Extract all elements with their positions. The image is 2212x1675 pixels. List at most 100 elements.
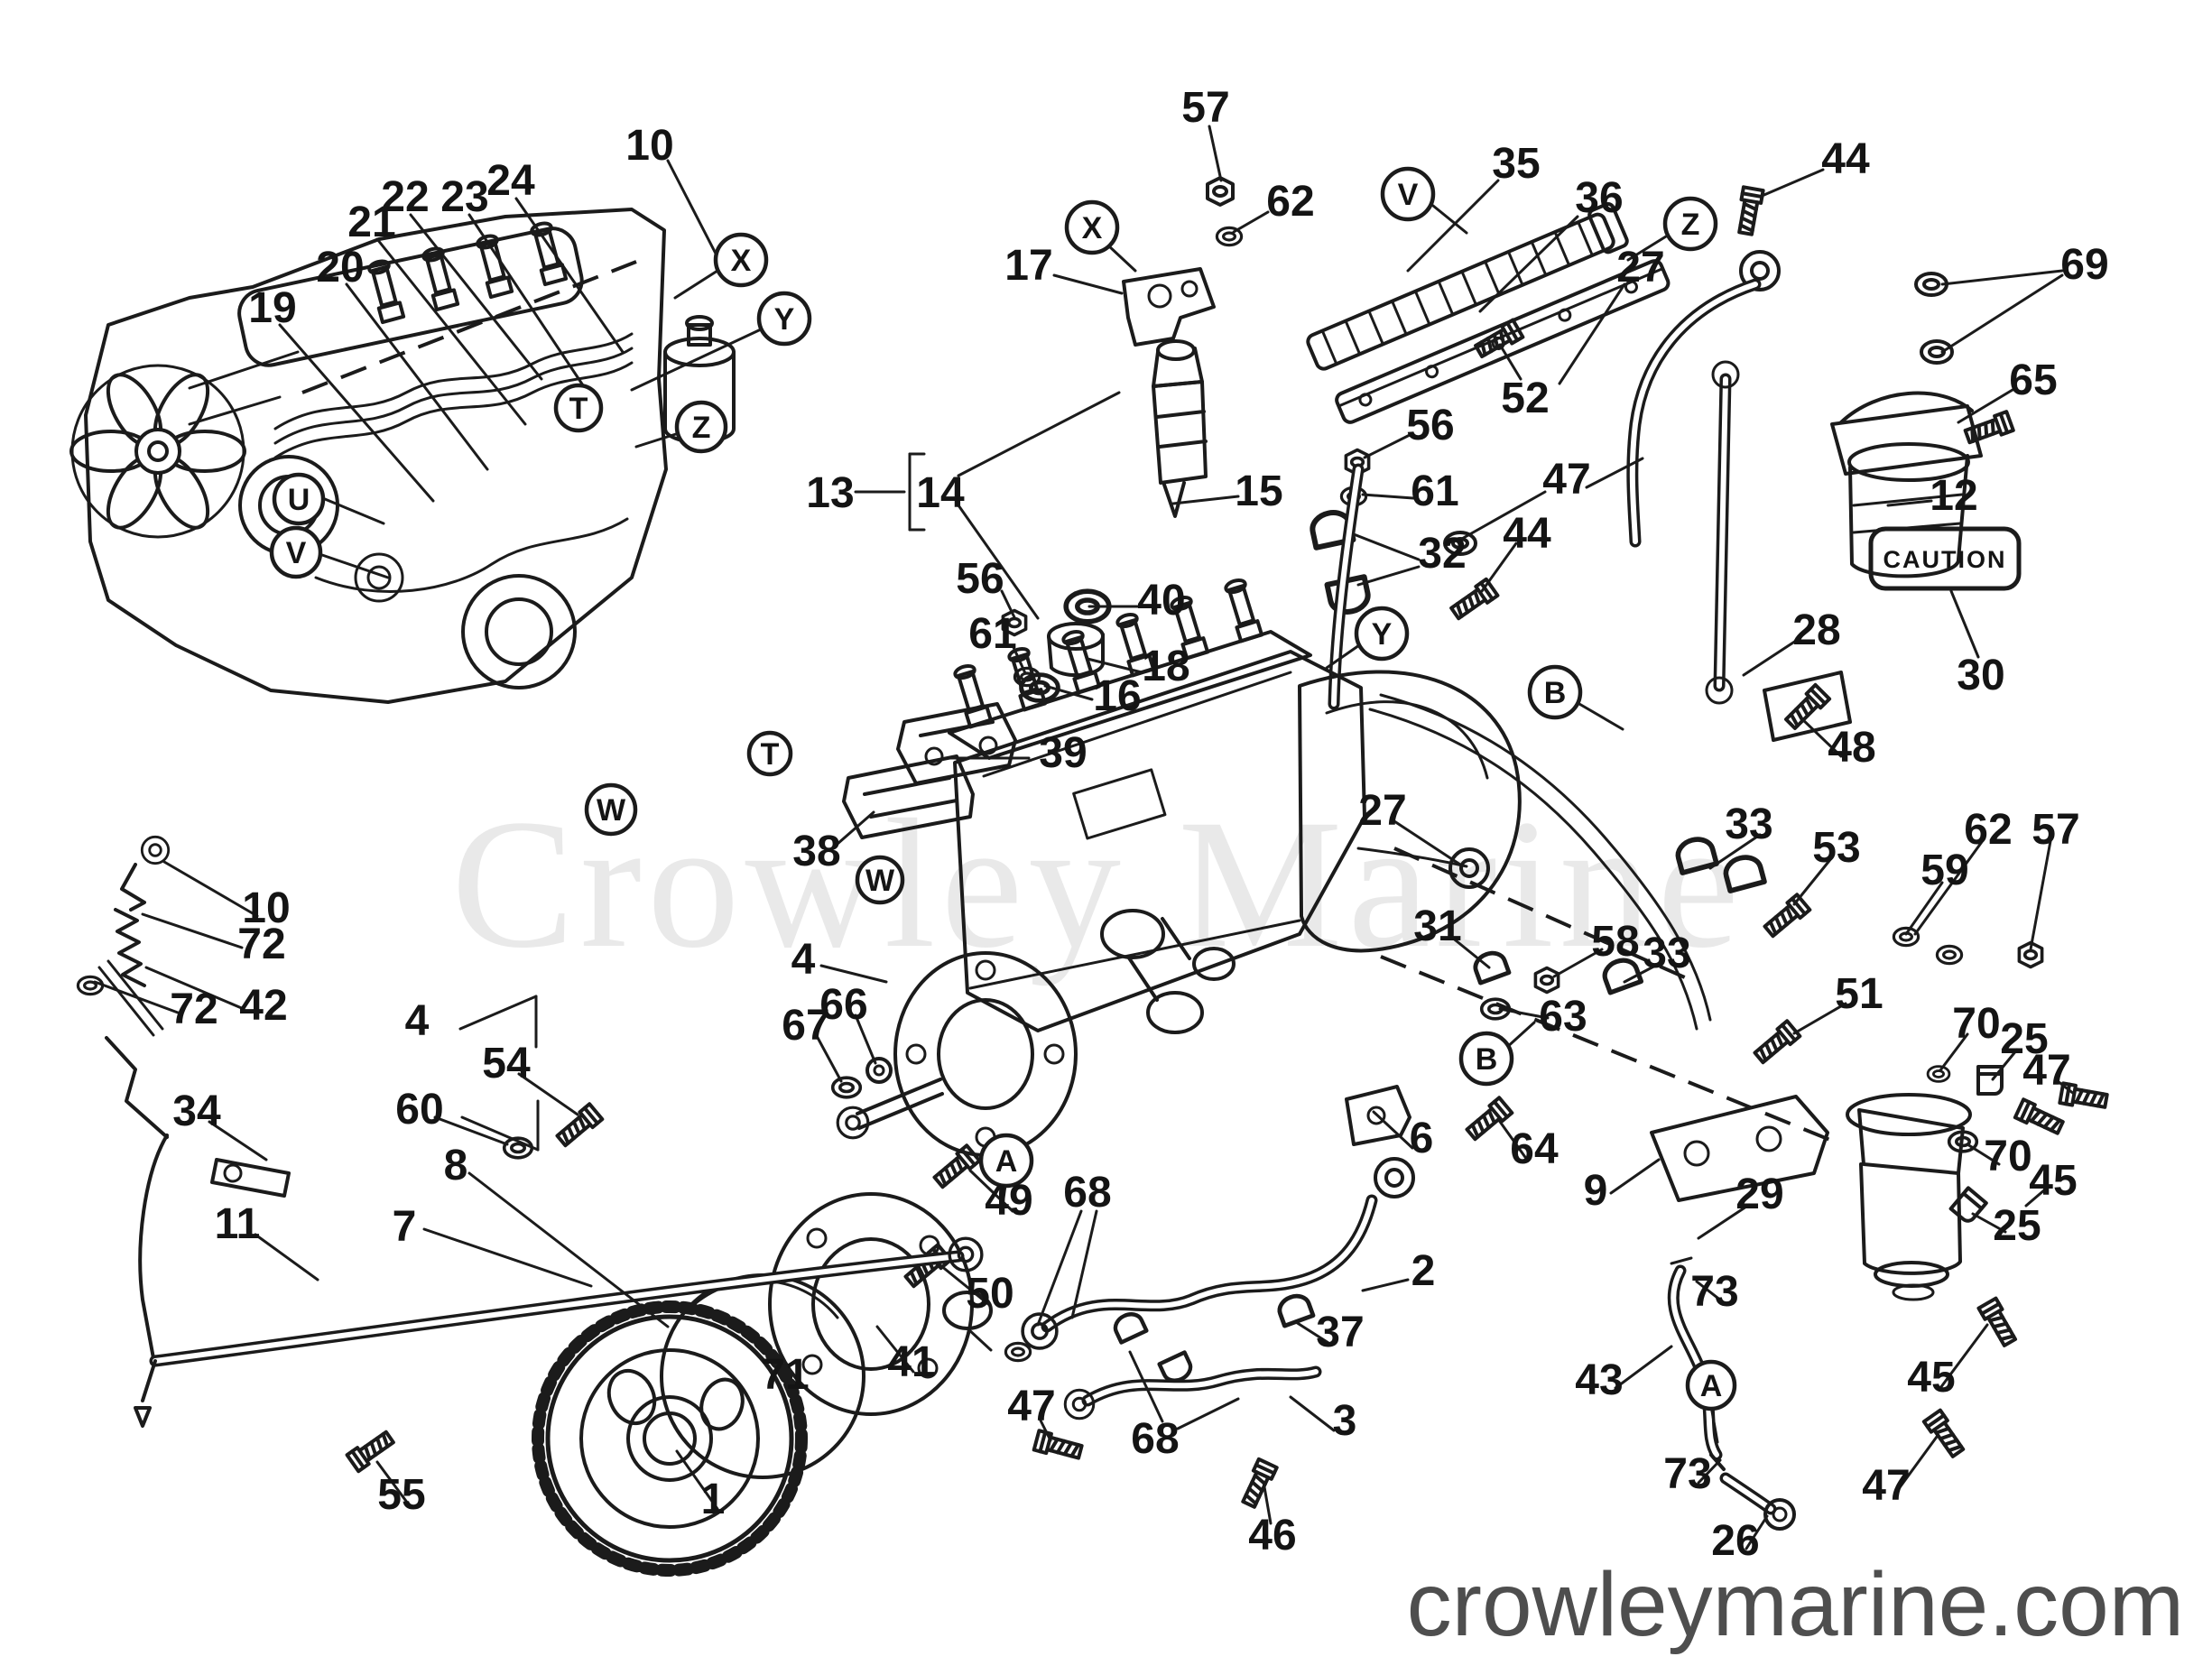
timing-gear: [532, 1300, 808, 1577]
part-label-54: 54: [482, 1040, 531, 1087]
leader-line: [675, 1449, 719, 1511]
leader-line: [630, 328, 763, 392]
leader-line: [2029, 839, 2052, 951]
part-label-38: 38: [792, 828, 840, 875]
svg-text:Y: Y: [774, 302, 795, 337]
leader-line: [320, 553, 390, 579]
leader-line: [1498, 343, 1522, 381]
leader-line: [254, 1233, 319, 1282]
leader-line: [517, 1072, 579, 1116]
leader-line: [1893, 1435, 1939, 1495]
leader-line: [957, 391, 1121, 477]
leader-line: [278, 323, 435, 503]
water-separator-assembly: [1650, 926, 2110, 1461]
svg-text:X: X: [1082, 211, 1103, 245]
part-label-19: 19: [248, 284, 296, 332]
leader-line: [1176, 1397, 1240, 1430]
leader-line: [1792, 856, 1834, 906]
leader-line: [375, 237, 527, 426]
part-label-47: 47: [1862, 1462, 1910, 1510]
part-label-24: 24: [486, 157, 535, 205]
svg-text:Z: Z: [692, 411, 711, 445]
part-label-65: 65: [2009, 356, 2057, 404]
svg-text:T: T: [569, 392, 588, 426]
part-label-32: 32: [1418, 530, 1466, 578]
leader-line: [1558, 282, 1626, 385]
ref-circle-W: W: [855, 855, 905, 905]
pump-solenoid: [1100, 909, 1236, 1034]
svg-text:B: B: [1476, 1042, 1498, 1077]
svg-text:Z: Z: [1681, 208, 1700, 242]
leader-line: [1742, 639, 1798, 677]
leader-line: [1361, 1278, 1410, 1292]
part-label-61: 61: [968, 610, 1016, 658]
leader-line: [1496, 1117, 1529, 1161]
part-label-70: 70: [1984, 1133, 2032, 1180]
part-label-37: 37: [1316, 1309, 1364, 1356]
part-label-47: 47: [2022, 1047, 2070, 1095]
leader-line: [815, 1034, 843, 1083]
leader-line: [1372, 1110, 1414, 1150]
part-label-30: 30: [1957, 652, 2004, 699]
leader-line: [1940, 269, 2064, 286]
leader-line: [1363, 433, 1411, 459]
leader-line: [1939, 1323, 1989, 1390]
ref-circle-Z: Z: [674, 400, 728, 454]
leader-line: [345, 282, 489, 471]
leader-line: [1000, 589, 1016, 619]
leader-line: [141, 912, 244, 949]
leader-line: [460, 1115, 540, 1152]
ref-circle-X: X: [1064, 199, 1120, 255]
leader-line: [1449, 935, 1491, 969]
leader-line: [323, 497, 385, 525]
leader-line: [1709, 1404, 1719, 1444]
part-label-48: 48: [1828, 724, 1875, 772]
part-label-12: 12: [1930, 472, 1977, 520]
ref-circle-T: T: [553, 383, 604, 433]
pipe-clamp-strips: [1306, 202, 1671, 424]
part-label-11: 11: [215, 1200, 261, 1248]
leader-line: [433, 1115, 509, 1146]
svg-text:A: A: [1700, 1369, 1723, 1403]
part-label-52: 52: [1501, 375, 1549, 422]
caution-decal: CAUTION: [1868, 526, 2022, 591]
part-number-labels: 1024232221201957621735362752446965123013…: [170, 84, 2108, 1565]
svg-text:V: V: [286, 536, 307, 570]
leader-line: [1352, 532, 1421, 561]
part-label-22: 22: [381, 173, 429, 221]
part-label-10: 10: [242, 884, 290, 932]
part-label-68: 68: [1063, 1169, 1111, 1217]
part-label-44: 44: [1503, 510, 1551, 558]
part-label-63: 63: [1539, 993, 1587, 1041]
leader-line: [93, 980, 180, 1014]
leader-line: [1232, 210, 1270, 234]
leader-line: [1406, 179, 1500, 273]
part-label-8: 8: [444, 1142, 468, 1189]
svg-text:V: V: [1398, 178, 1419, 212]
part-label-33: 33: [1725, 800, 1772, 848]
part-label-66: 66: [819, 981, 867, 1029]
leader-lines: [93, 125, 2076, 1550]
leader-line: [1708, 833, 1762, 870]
part-label-57: 57: [2032, 806, 2079, 854]
svg-text:B: B: [1544, 676, 1567, 710]
ref-circle-B: B: [1458, 1031, 1514, 1087]
part-label-1: 1: [701, 1476, 726, 1523]
leader-line: [1038, 1417, 1052, 1442]
leader-line: [1043, 684, 1094, 701]
part-label-57: 57: [1181, 84, 1229, 132]
part-label-20: 20: [316, 244, 364, 292]
leader-line: [673, 269, 719, 300]
part-label-29: 29: [1735, 1171, 1783, 1218]
leader-line: [1971, 1212, 2007, 1234]
part-label-15: 15: [1235, 467, 1282, 515]
leader-line: [754, 1336, 794, 1387]
leader-line: [1356, 565, 1421, 587]
leader-line: [422, 1227, 593, 1288]
leader-line: [1393, 847, 1696, 984]
part-label-18: 18: [1142, 643, 1189, 690]
part-label-7: 7: [393, 1203, 417, 1251]
leader-line: [968, 1169, 1014, 1213]
part-label-34: 34: [172, 1087, 221, 1135]
leader-line: [1578, 702, 1624, 731]
